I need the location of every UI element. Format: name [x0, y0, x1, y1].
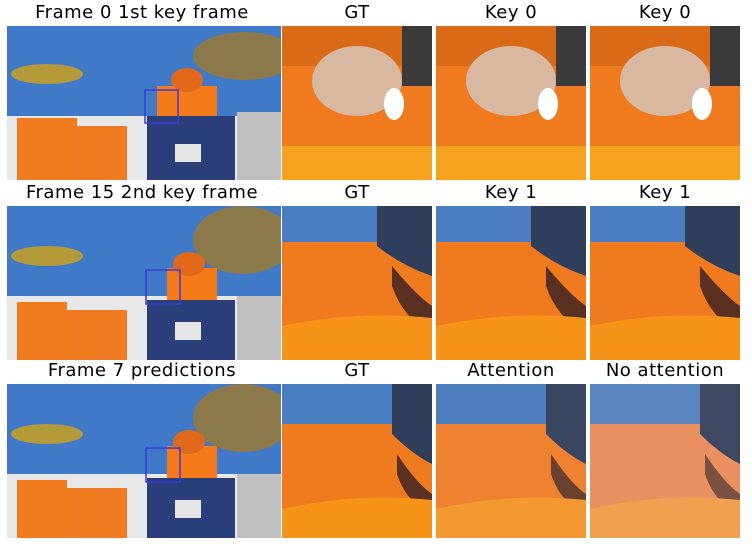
col-label-gt: GT — [344, 360, 370, 381]
crop-method-b-image — [590, 26, 740, 180]
crop-gt-image — [282, 26, 432, 180]
crop-method-a-image — [436, 206, 586, 360]
full-frame-image — [7, 384, 281, 538]
col-label-method-a: Key 0 — [484, 2, 538, 23]
crop-attention-image — [436, 384, 586, 538]
col-label-gt: GT — [344, 2, 370, 23]
col-label-gt: GT — [344, 182, 370, 203]
col-label-attention: Attention — [467, 360, 555, 381]
crop-method-a-image — [436, 26, 586, 180]
frame-label: Frame 15 2nd key frame — [25, 182, 259, 203]
crop-gt-image — [282, 384, 432, 538]
crop-method-b-image — [590, 206, 740, 360]
row-frame-0: Frame 0 1st key frame GT Key 0 Key 0 — [0, 0, 752, 180]
crop-gt-image — [282, 206, 432, 360]
full-frame-image — [7, 26, 281, 180]
row-frame-15: Frame 15 2nd key frame GT Key 1 Key 1 — [0, 180, 752, 360]
full-frame-image — [7, 206, 281, 360]
col-label-method-a: Key 1 — [484, 182, 538, 203]
col-label-method-b: Key 0 — [638, 2, 692, 23]
frame-label: Frame 7 predictions — [47, 360, 237, 381]
col-label-method-b: Key 1 — [638, 182, 692, 203]
row-frame-7: Frame 7 predictions GT Attention No atte… — [0, 358, 752, 538]
col-label-no-attention: No attention — [605, 360, 725, 381]
crop-no-attention-image — [590, 384, 740, 538]
frame-label: Frame 0 1st key frame — [35, 2, 249, 23]
